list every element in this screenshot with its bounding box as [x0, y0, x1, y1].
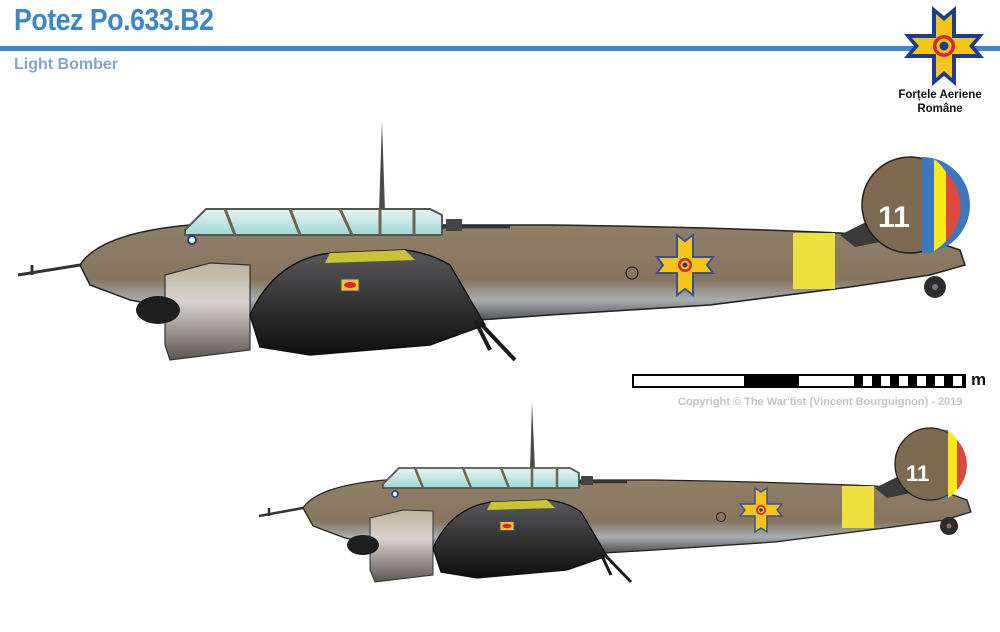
romanian-cross-roundel-icon: [904, 6, 984, 86]
scale-segment-white: [799, 376, 854, 386]
svg-text:11: 11: [906, 461, 929, 486]
emblem-caption-line1: Forțele Aeriene: [898, 89, 982, 101]
page-title: Potez Po.633.B2: [14, 2, 214, 37]
scale-segment-white: [634, 376, 744, 386]
copyright-text: Copyright © The War'tist (Vincent Bourgu…: [678, 396, 963, 408]
title-divider: [0, 46, 1000, 51]
rudder: 11: [894, 427, 967, 501]
aircraft-profile-large: 11: [17, 121, 970, 362]
scale-segment-checker: [854, 376, 964, 386]
scale-unit: m: [971, 370, 987, 389]
svg-text:11: 11: [878, 201, 910, 234]
emblem-caption-line2: Române: [917, 103, 963, 115]
page-subtitle: Light Bomber: [14, 56, 118, 73]
aircraft-profile-small: 11: [258, 402, 972, 584]
rudder: 11: [861, 156, 970, 254]
emblem-caption: Forțele Aeriene Române: [880, 88, 1000, 116]
scale-bar: [632, 374, 966, 388]
scale-segment-black: [744, 376, 799, 386]
